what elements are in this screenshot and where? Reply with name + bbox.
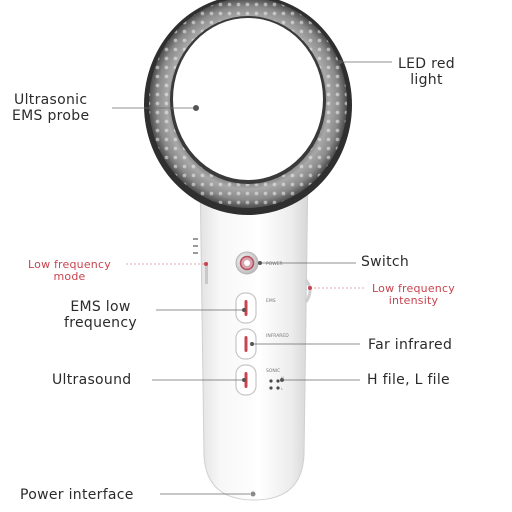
ems-marking: EMS	[266, 298, 276, 304]
label-line: frequency	[64, 315, 137, 331]
power-port	[250, 491, 256, 497]
level-h-marking: H	[281, 376, 284, 380]
side-markings	[193, 238, 208, 284]
label-ems-low-frequency: EMS low frequency	[64, 299, 137, 331]
label-power-interface: Power interface	[20, 487, 134, 503]
level-dots	[269, 379, 280, 390]
label-line: EMS probe	[12, 108, 90, 124]
leader-dots	[193, 60, 342, 382]
power-marking: POWER	[266, 261, 283, 267]
mode-led-indicators	[244, 300, 248, 388]
label-line: Low frequency	[372, 282, 455, 295]
label-line: mode	[53, 270, 86, 283]
label-line: EMS low	[70, 299, 131, 315]
label-h-file-l-file: H file, L file	[367, 372, 450, 388]
infrared-marking: INFRARED	[266, 333, 289, 339]
level-l-marking: L	[281, 387, 283, 391]
label-line: light	[410, 72, 443, 88]
label-ultrasonic-ems-probe: Ultrasonic EMS probe	[12, 92, 89, 124]
label-led-red-light: LED red light	[398, 56, 455, 88]
label-low-frequency-mode: Low frequency mode	[28, 259, 111, 283]
probe-opening	[173, 18, 323, 180]
probe-head	[144, 0, 352, 215]
leader-lines-red	[126, 263, 365, 289]
leader-lines	[112, 61, 392, 495]
label-line: Low frequency	[28, 258, 111, 271]
sonic-marking: SONIC	[266, 368, 280, 374]
label-far-infrared: Far infrared	[368, 337, 453, 353]
power-button	[235, 251, 259, 275]
label-line: LED red	[398, 56, 455, 72]
label-line: Ultrasonic	[14, 92, 88, 108]
label-low-frequency-intensity: Low frequency intensity	[372, 283, 455, 307]
label-line: intensity	[388, 294, 439, 307]
label-ultrasound: Ultrasound	[52, 372, 132, 388]
label-switch: Switch	[361, 254, 410, 270]
intensity-dial	[304, 279, 312, 303]
leader-dots-red	[204, 262, 312, 290]
